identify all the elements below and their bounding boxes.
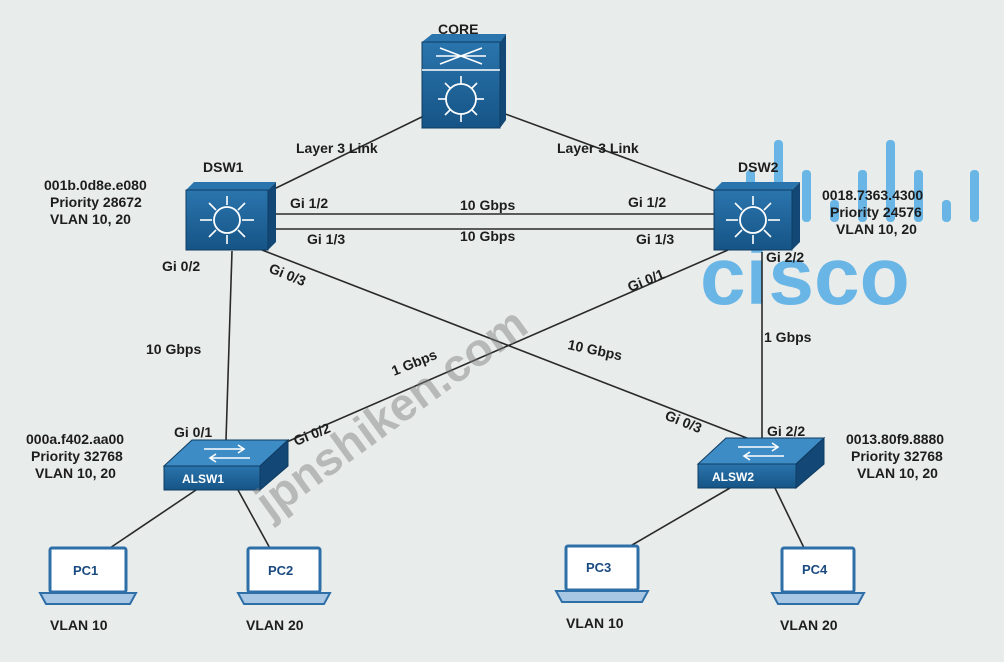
- dsw1-vlan: VLAN 10, 20: [50, 211, 131, 227]
- laptop-icon: [554, 544, 650, 603]
- alsw2-switch: ALSW2 0013.80f9.8880 Priority 32768 VLAN…: [696, 431, 944, 490]
- pc3: PC3 VLAN 10: [554, 544, 650, 631]
- port-alsw1-gi01: Gi 0/1: [174, 424, 212, 440]
- dsw2-switch: DSW2 0018.7363.4300 Priority 24576 VLAN …: [713, 159, 923, 251]
- alsw1-label: ALSW1: [182, 472, 224, 486]
- alsw2-mac: 0013.80f9.8880: [846, 431, 944, 447]
- alsw1-vlan: VLAN 10, 20: [35, 465, 116, 481]
- speed-dsw1-alsw2: 10 Gbps: [566, 336, 624, 363]
- link-alsw1-pc2: [237, 489, 273, 553]
- core-switch: CORE: [421, 21, 506, 129]
- pc4-vlan: VLAN 20: [780, 617, 838, 633]
- laptop-icon: [770, 546, 866, 605]
- link-dsw1-alsw2: [261, 249, 753, 441]
- dsw1-priority: Priority 28672: [50, 194, 142, 210]
- links: [103, 111, 807, 553]
- core-switch-icon: [421, 34, 506, 129]
- pc1: PC1 VLAN 10: [38, 546, 138, 633]
- speed-dsw-lower: 10 Gbps: [460, 228, 515, 244]
- pc2-label: PC2: [268, 563, 293, 578]
- alsw1-switch: ALSW1 000a.f402.aa00 Priority 32768 VLAN…: [26, 431, 290, 492]
- link-dsw2-alsw1: [281, 249, 729, 445]
- alsw2-switch-icon: [696, 436, 826, 490]
- alsw2-priority: Priority 32768: [851, 448, 943, 464]
- laptop-icon: [236, 546, 332, 605]
- link-label-l3-left: Layer 3 Link: [296, 140, 378, 156]
- dsw2-vlan: VLAN 10, 20: [836, 221, 917, 237]
- port-dsw1-gi03: Gi 0/3: [267, 260, 309, 289]
- laptop-icon: [38, 546, 138, 605]
- dsw2-mac: 0018.7363.4300: [822, 187, 923, 203]
- speed-dsw-upper: 10 Gbps: [460, 197, 515, 213]
- alsw1-mac: 000a.f402.aa00: [26, 431, 124, 447]
- alsw2-label: ALSW2: [712, 470, 754, 484]
- pc2: PC2 VLAN 20: [236, 546, 332, 633]
- link-core-dsw2: [499, 111, 719, 193]
- dsw2-priority: Priority 24576: [830, 204, 922, 220]
- alsw1-priority: Priority 32768: [31, 448, 123, 464]
- port-dsw1-gi02: Gi 0/2: [162, 258, 200, 274]
- port-dsw2-gi12: Gi 1/2: [628, 194, 666, 210]
- port-dsw2-gi22: Gi 2/2: [766, 249, 804, 265]
- pc1-vlan: VLAN 10: [50, 617, 108, 633]
- dsw1-label: DSW1: [203, 159, 244, 175]
- port-dsw1-gi13: Gi 1/3: [307, 231, 345, 247]
- dsw2-multilayer-switch-icon: [713, 182, 800, 251]
- alsw1-switch-icon: [162, 438, 290, 492]
- port-alsw2-gi03: Gi 0/3: [663, 407, 705, 436]
- dsw1-multilayer-switch-icon: [185, 182, 276, 251]
- link-alsw1-pc1: [103, 489, 197, 553]
- link-core-dsw1: [271, 111, 433, 191]
- link-dsw1-alsw1: [225, 250, 233, 441]
- speed-dsw2-alsw2: 1 Gbps: [764, 329, 812, 345]
- watermark-text: jpnshiken.com: [245, 297, 537, 529]
- pc3-vlan: VLAN 10: [566, 615, 624, 631]
- dsw1-mac: 001b.0d8e.e080: [44, 177, 147, 193]
- dsw2-label: DSW2: [738, 159, 779, 175]
- speed-dsw1-alsw1: 10 Gbps: [146, 341, 201, 357]
- port-dsw2-gi13: Gi 1/3: [636, 231, 674, 247]
- port-dsw2-gi01: Gi 0/1: [625, 266, 667, 295]
- pc4: PC4 VLAN 20: [770, 546, 866, 633]
- pc4-label: PC4: [802, 562, 828, 577]
- port-dsw1-gi12: Gi 1/2: [290, 195, 328, 211]
- port-alsw2-gi22: Gi 2/2: [767, 423, 805, 439]
- pc2-vlan: VLAN 20: [246, 617, 304, 633]
- link-alsw2-pc4: [774, 487, 807, 553]
- link-alsw2-pc3: [619, 487, 731, 553]
- link-label-l3-right: Layer 3 Link: [557, 140, 639, 156]
- alsw2-vlan: VLAN 10, 20: [857, 465, 938, 481]
- pc3-label: PC3: [586, 560, 611, 575]
- core-label: CORE: [438, 21, 478, 37]
- pc1-label: PC1: [73, 563, 98, 578]
- dsw1-switch: DSW1 001b.0d8e.e080 Priority 28672 VLAN …: [44, 159, 276, 251]
